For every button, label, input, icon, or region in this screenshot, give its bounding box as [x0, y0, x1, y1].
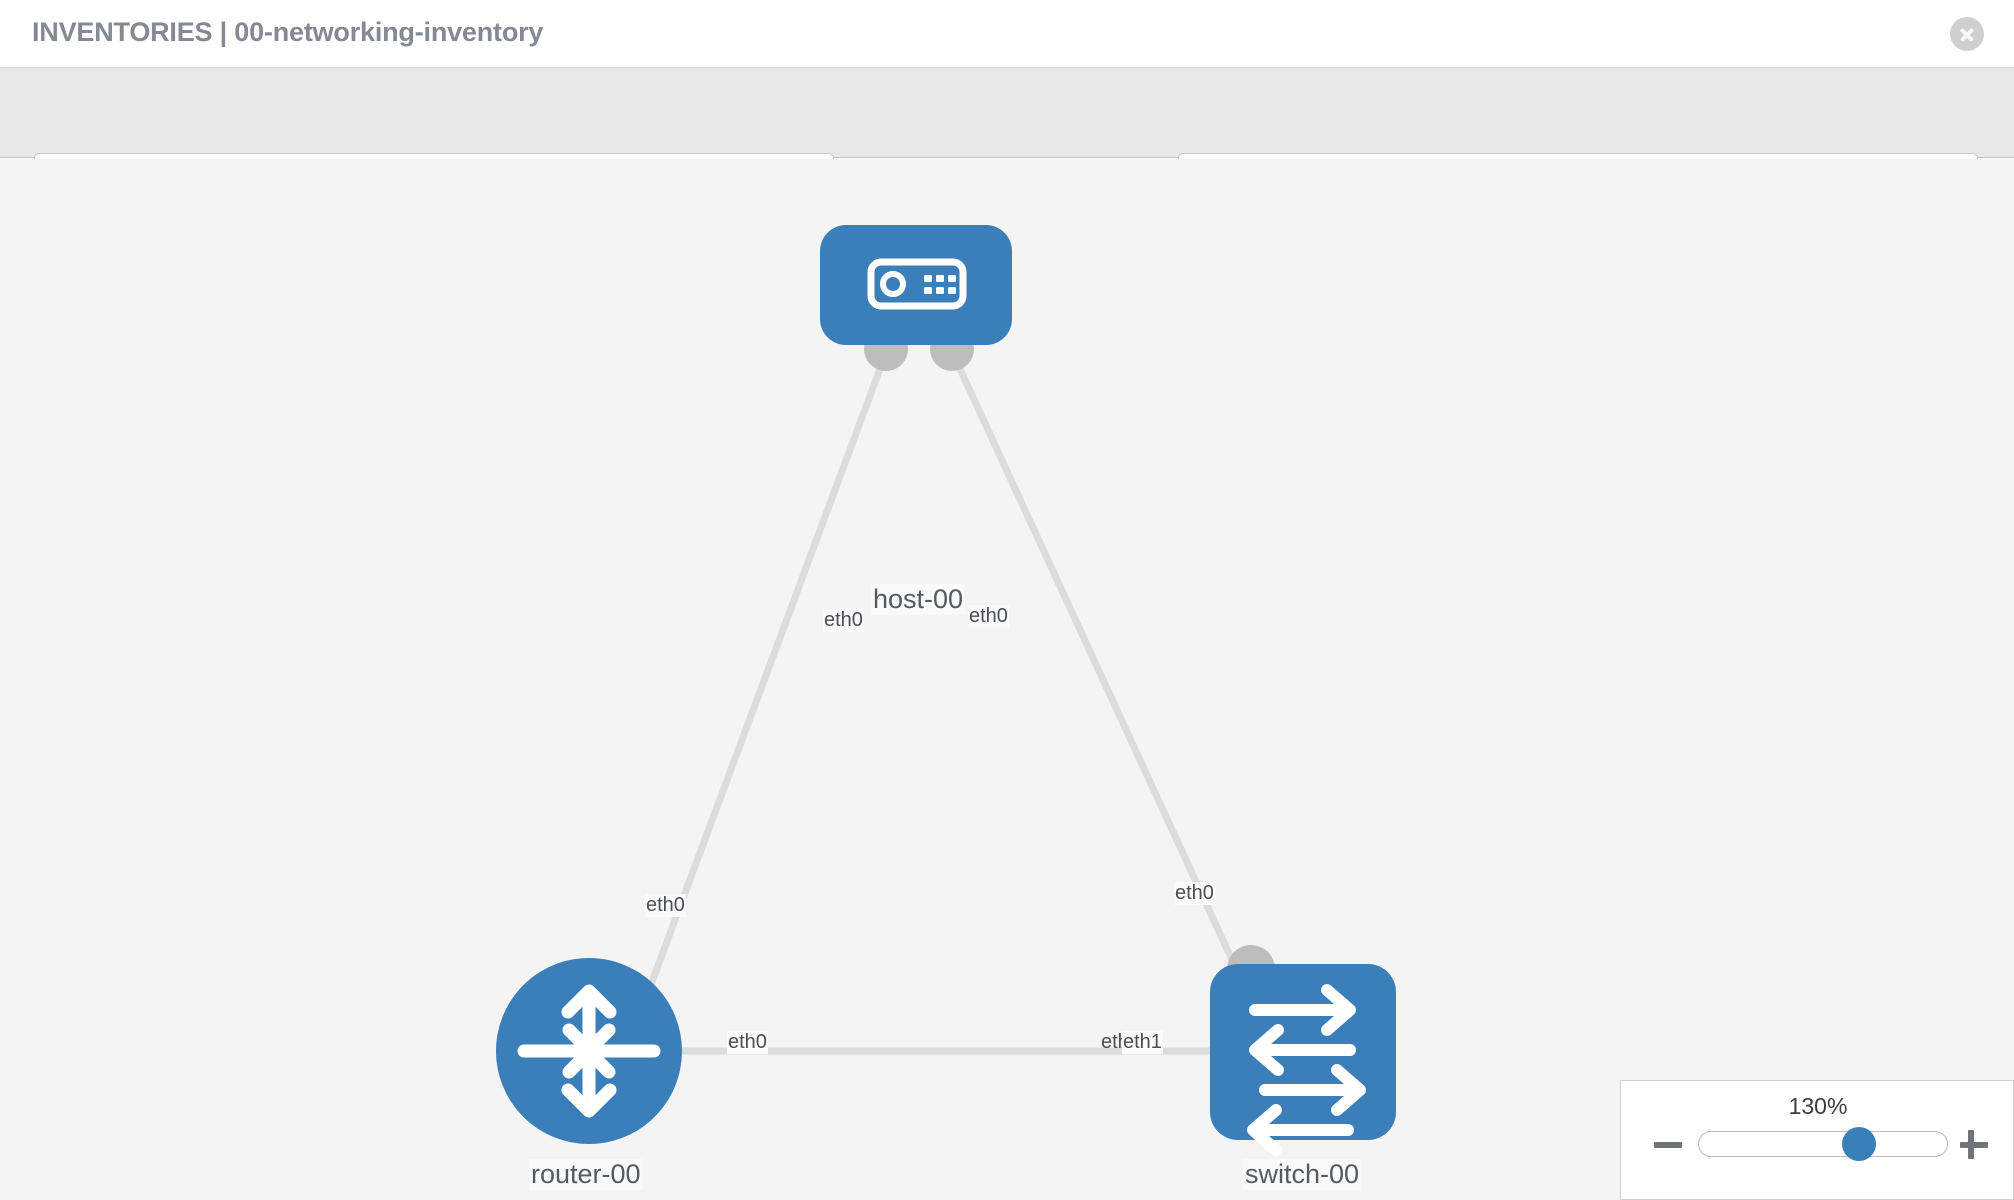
switch-arrows-icon	[1247, 984, 1366, 1156]
node-switch-00	[1210, 964, 1396, 1156]
zoom-level-label: 130%	[1788, 1093, 1848, 1119]
topology-canvas[interactable]: host-00 router-00 switch-00 eth0 eth0 et…	[0, 159, 2014, 1200]
toolbar: ACTIONS	[0, 68, 2014, 209]
interface-label-switch00-uplink[interactable]: eth0	[1174, 882, 1215, 905]
node-host-00	[820, 225, 1012, 345]
page-title: INVENTORIES | 00-networking-inventory	[32, 17, 544, 47]
zoom-control-panel: 130%	[1620, 1080, 2014, 1200]
node-router-00	[496, 958, 682, 1144]
interface-label-switch00-eth1[interactable]: eth1	[1122, 1031, 1163, 1054]
zoom-slider-thumb[interactable]	[1842, 1127, 1876, 1161]
server-icon-details	[880, 271, 956, 297]
minus-icon[interactable]	[1651, 1127, 1685, 1161]
node-label-host-00[interactable]: host-00	[871, 584, 966, 615]
node-label-router-00[interactable]: router-00	[529, 1159, 643, 1190]
plus-icon[interactable]	[1957, 1127, 1991, 1161]
topology-graph	[496, 225, 1396, 1156]
interface-label-router00-eth0[interactable]: eth0	[727, 1031, 768, 1054]
page-header: INVENTORIES | 00-networking-inventory	[0, 0, 2014, 68]
zoom-slider-track[interactable]	[1698, 1131, 1948, 1157]
topology-ports	[630, 327, 1275, 1075]
server-icon	[867, 258, 967, 310]
interface-label-router00-uplink[interactable]: eth0	[645, 894, 686, 917]
close-icon[interactable]	[1950, 17, 1984, 51]
interface-label-host00-right[interactable]: eth0	[968, 605, 1009, 628]
link-host00-router00	[636, 367, 884, 1016]
router-arrows-icon	[517, 984, 661, 1118]
node-label-switch-00[interactable]: switch-00	[1243, 1159, 1362, 1190]
interface-label-host00-left[interactable]: eth0	[823, 609, 864, 632]
topology-links	[636, 367, 1254, 1055]
